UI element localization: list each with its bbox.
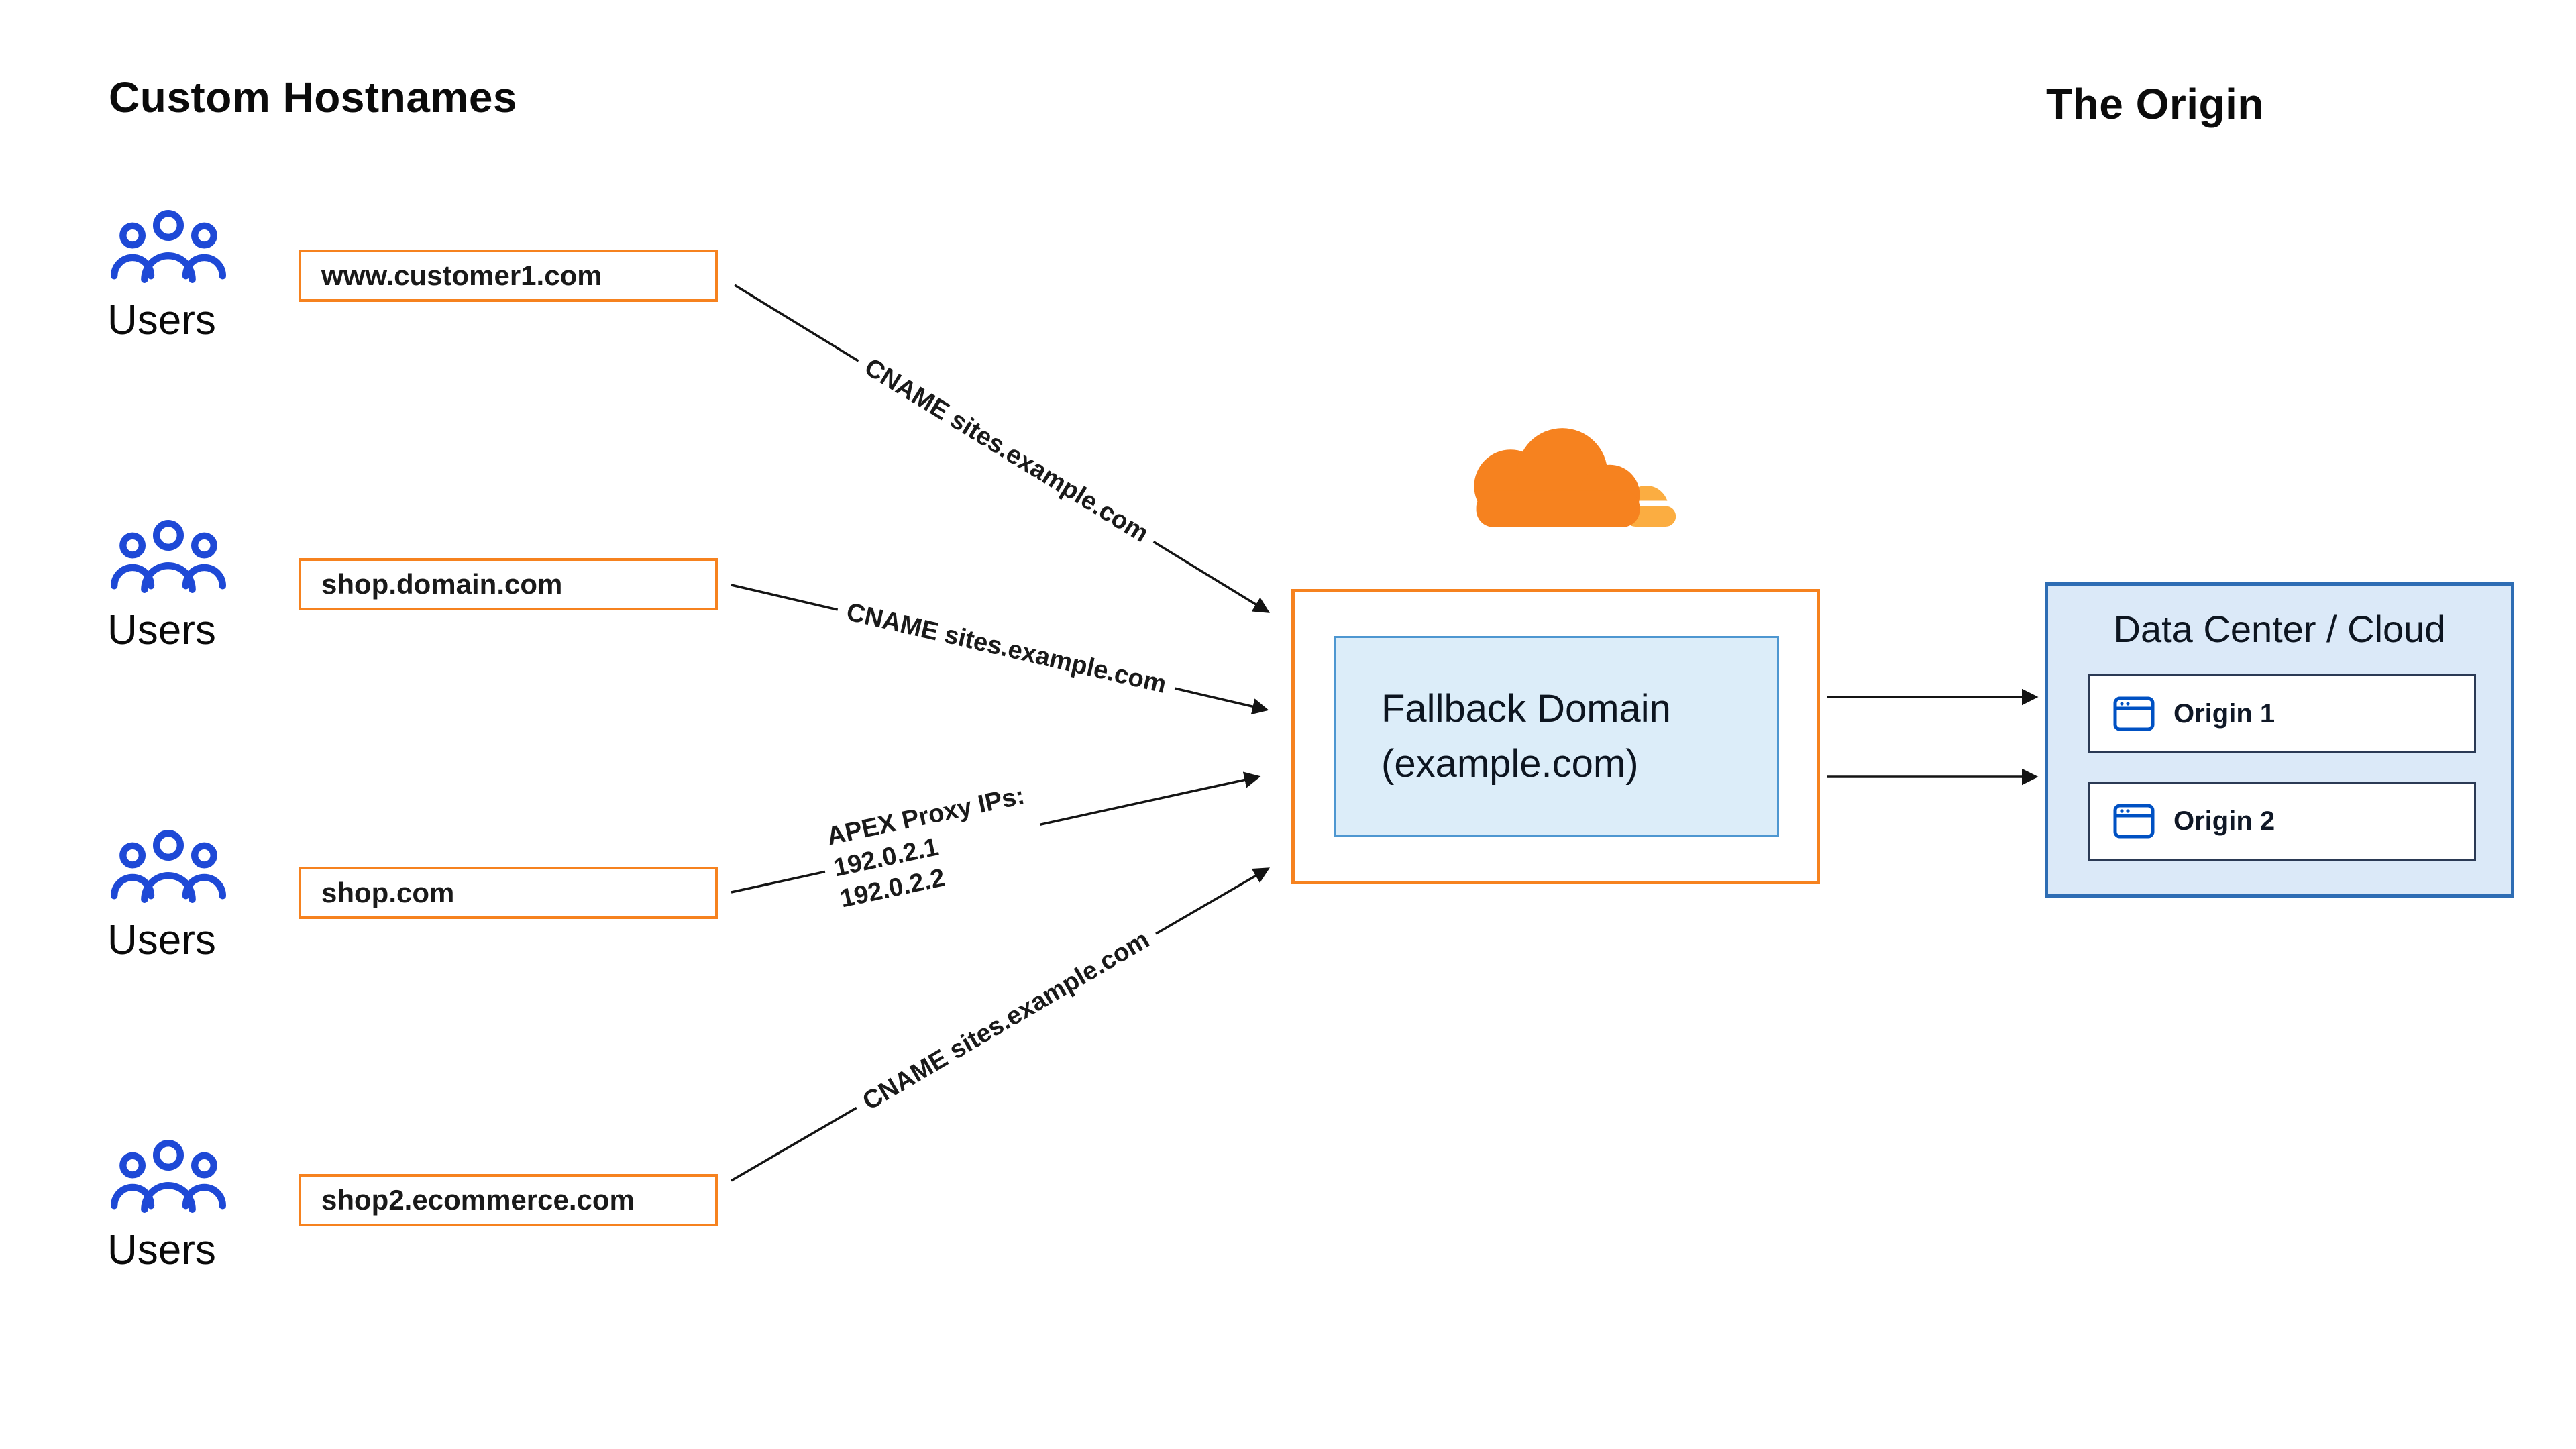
hostname-label: shop.domain.com <box>321 568 563 600</box>
hostname-box-shop-domain: shop.domain.com <box>299 558 718 610</box>
data-center-title: Data Center / Cloud <box>2113 608 2446 650</box>
section-title-custom-hostnames: Custom Hostnames <box>109 73 517 121</box>
hostname-label: shop2.ecommerce.com <box>321 1184 635 1216</box>
users-label: Users <box>107 1227 216 1273</box>
hostname-box-customer1: www.customer1.com <box>299 250 718 302</box>
users-icon <box>110 210 227 284</box>
origin-1-box: Origin 1 <box>2088 674 2476 753</box>
hostname-label: www.customer1.com <box>321 260 602 291</box>
cloudflare-logo <box>1474 428 1682 535</box>
users-icon <box>110 1140 227 1214</box>
fallback-domain-box: Fallback Domain (example.com) <box>1334 636 1779 837</box>
users-group-4: Users <box>107 1138 241 1274</box>
users-icon <box>110 830 227 904</box>
users-group-2: Users <box>107 518 241 654</box>
browser-window-icon <box>2113 804 2155 839</box>
users-group-1: Users <box>107 208 241 344</box>
cloudflare-zone-box: Fallback Domain (example.com) <box>1291 589 1820 884</box>
origin-2-label: Origin 2 <box>2174 806 2275 836</box>
users-icon <box>110 520 227 594</box>
browser-window-icon <box>2113 696 2155 731</box>
users-label: Users <box>107 607 216 653</box>
origin-2-box: Origin 2 <box>2088 782 2476 861</box>
fallback-domain-line2: (example.com) <box>1381 742 1639 786</box>
origin-1-label: Origin 1 <box>2174 698 2275 729</box>
hostname-box-shop2-ecommerce: shop2.ecommerce.com <box>299 1174 718 1226</box>
fallback-domain-line1: Fallback Domain <box>1381 686 1671 731</box>
hostname-label: shop.com <box>321 877 455 908</box>
hostname-box-shop-com: shop.com <box>299 867 718 919</box>
users-label: Users <box>107 917 216 963</box>
data-center-box: Data Center / Cloud Origin 1 Origin 2 <box>2045 582 2514 898</box>
section-title-the-origin: The Origin <box>2046 80 2264 128</box>
users-group-3: Users <box>107 828 241 964</box>
users-label: Users <box>107 297 216 343</box>
